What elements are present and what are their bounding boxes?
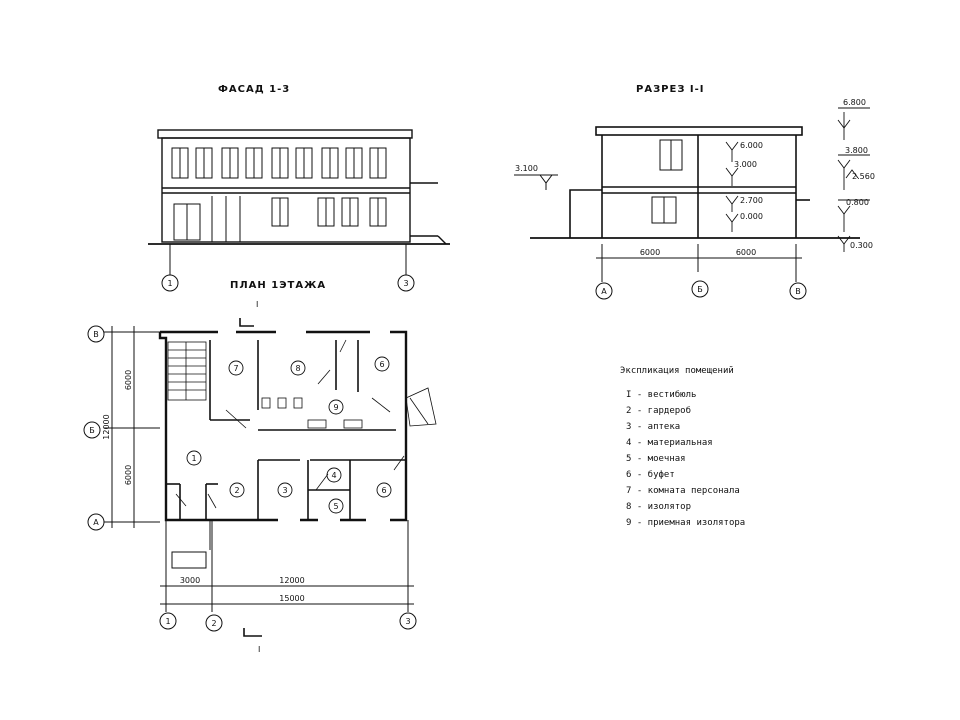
room-number-9: 9 [333,403,338,412]
plan-axis-a: А [93,518,99,527]
legend-item-6: 6 - буфет [626,469,675,480]
plan-axis-1: 1 [165,617,170,626]
section-axis-a: А [601,287,607,296]
section-mark-6000: 6.000 [740,141,763,150]
room-number-6: 6 [381,486,386,495]
legend-item-9: 9 - приемная изолятора [626,518,745,528]
plan-dim-bottom-3000: 3000 [180,576,200,585]
plan-dim-bottom-15000: 15000 [279,594,304,603]
legend-item-1: I - вестибюль [626,389,696,400]
plan-axis-2: 2 [211,619,216,628]
legend-item-8: 8 - изолятор [626,502,691,512]
room-number-2: 2 [234,486,239,495]
plan-dim-left-total: 12000 [102,414,111,439]
room-number-7: 7 [233,364,238,373]
legend-item-5: 5 - моечная [626,454,686,464]
section-mark-0300: 0.300 [850,241,873,250]
facade-title: ФАСАД 1-3 [218,84,290,95]
section-mark-6800: 6.800 [843,98,866,107]
section-drawing: РАЗРЕЗ I-I 6000 6000 А Б В [514,84,875,300]
section-mark-0000: 0.000 [740,212,763,221]
section-title: РАЗРЕЗ I-I [636,84,705,95]
facade-axis-3: 3 [403,279,408,288]
room-number-3: 3 [282,486,287,495]
plan-axis-3: 3 [405,617,410,626]
legend-item-4: 4 - материальная [626,438,713,448]
legend-title: Экспликация помещений [620,366,734,376]
legend-item-7: 7 - комната персонала [626,486,740,496]
section-span-left: 6000 [640,248,660,257]
section-axis-b: Б [697,285,703,294]
plan-dim-bottom-12000: 12000 [279,576,304,585]
section-mark-left: 3.100 [515,164,538,173]
plan-drawing: ПЛАН 1ЭТАЖА I I [83,280,437,654]
section-mark-0800: 0.800 [846,198,869,207]
section-axis-v: В [795,287,801,296]
room-number-1: 1 [191,454,196,463]
plan-axis-v: В [93,330,99,339]
room-legend: Экспликация помещений I - вестибюль 2 - … [620,366,745,528]
plan-dim-left-lower: 6000 [124,465,133,485]
section-span-right: 6000 [736,248,756,257]
section-mark-2700: 2.700 [740,196,763,205]
section-mark-2560: 2.560 [852,172,875,181]
plan-axis-b: Б [89,426,95,435]
room-number-5: 5 [333,502,338,511]
facade-drawing: ФАСАД 1-3 [148,84,450,292]
plan-cut-bottom: I [258,645,260,654]
room-number-6b: 6 [379,360,384,369]
room-number-4: 4 [331,471,336,480]
legend-item-3: 3 - аптека [626,422,680,432]
room-number-8: 8 [295,364,300,373]
section-mark-3800: 3.800 [845,146,868,155]
legend-item-2: 2 - гардероб [626,405,691,416]
section-mark-3000: 3.000 [734,160,757,169]
plan-cut-top: I [256,300,258,309]
plan-dim-left-upper: 6000 [124,370,133,390]
facade-axis-1: 1 [167,279,172,288]
plan-title: ПЛАН 1ЭТАЖА [230,280,326,291]
